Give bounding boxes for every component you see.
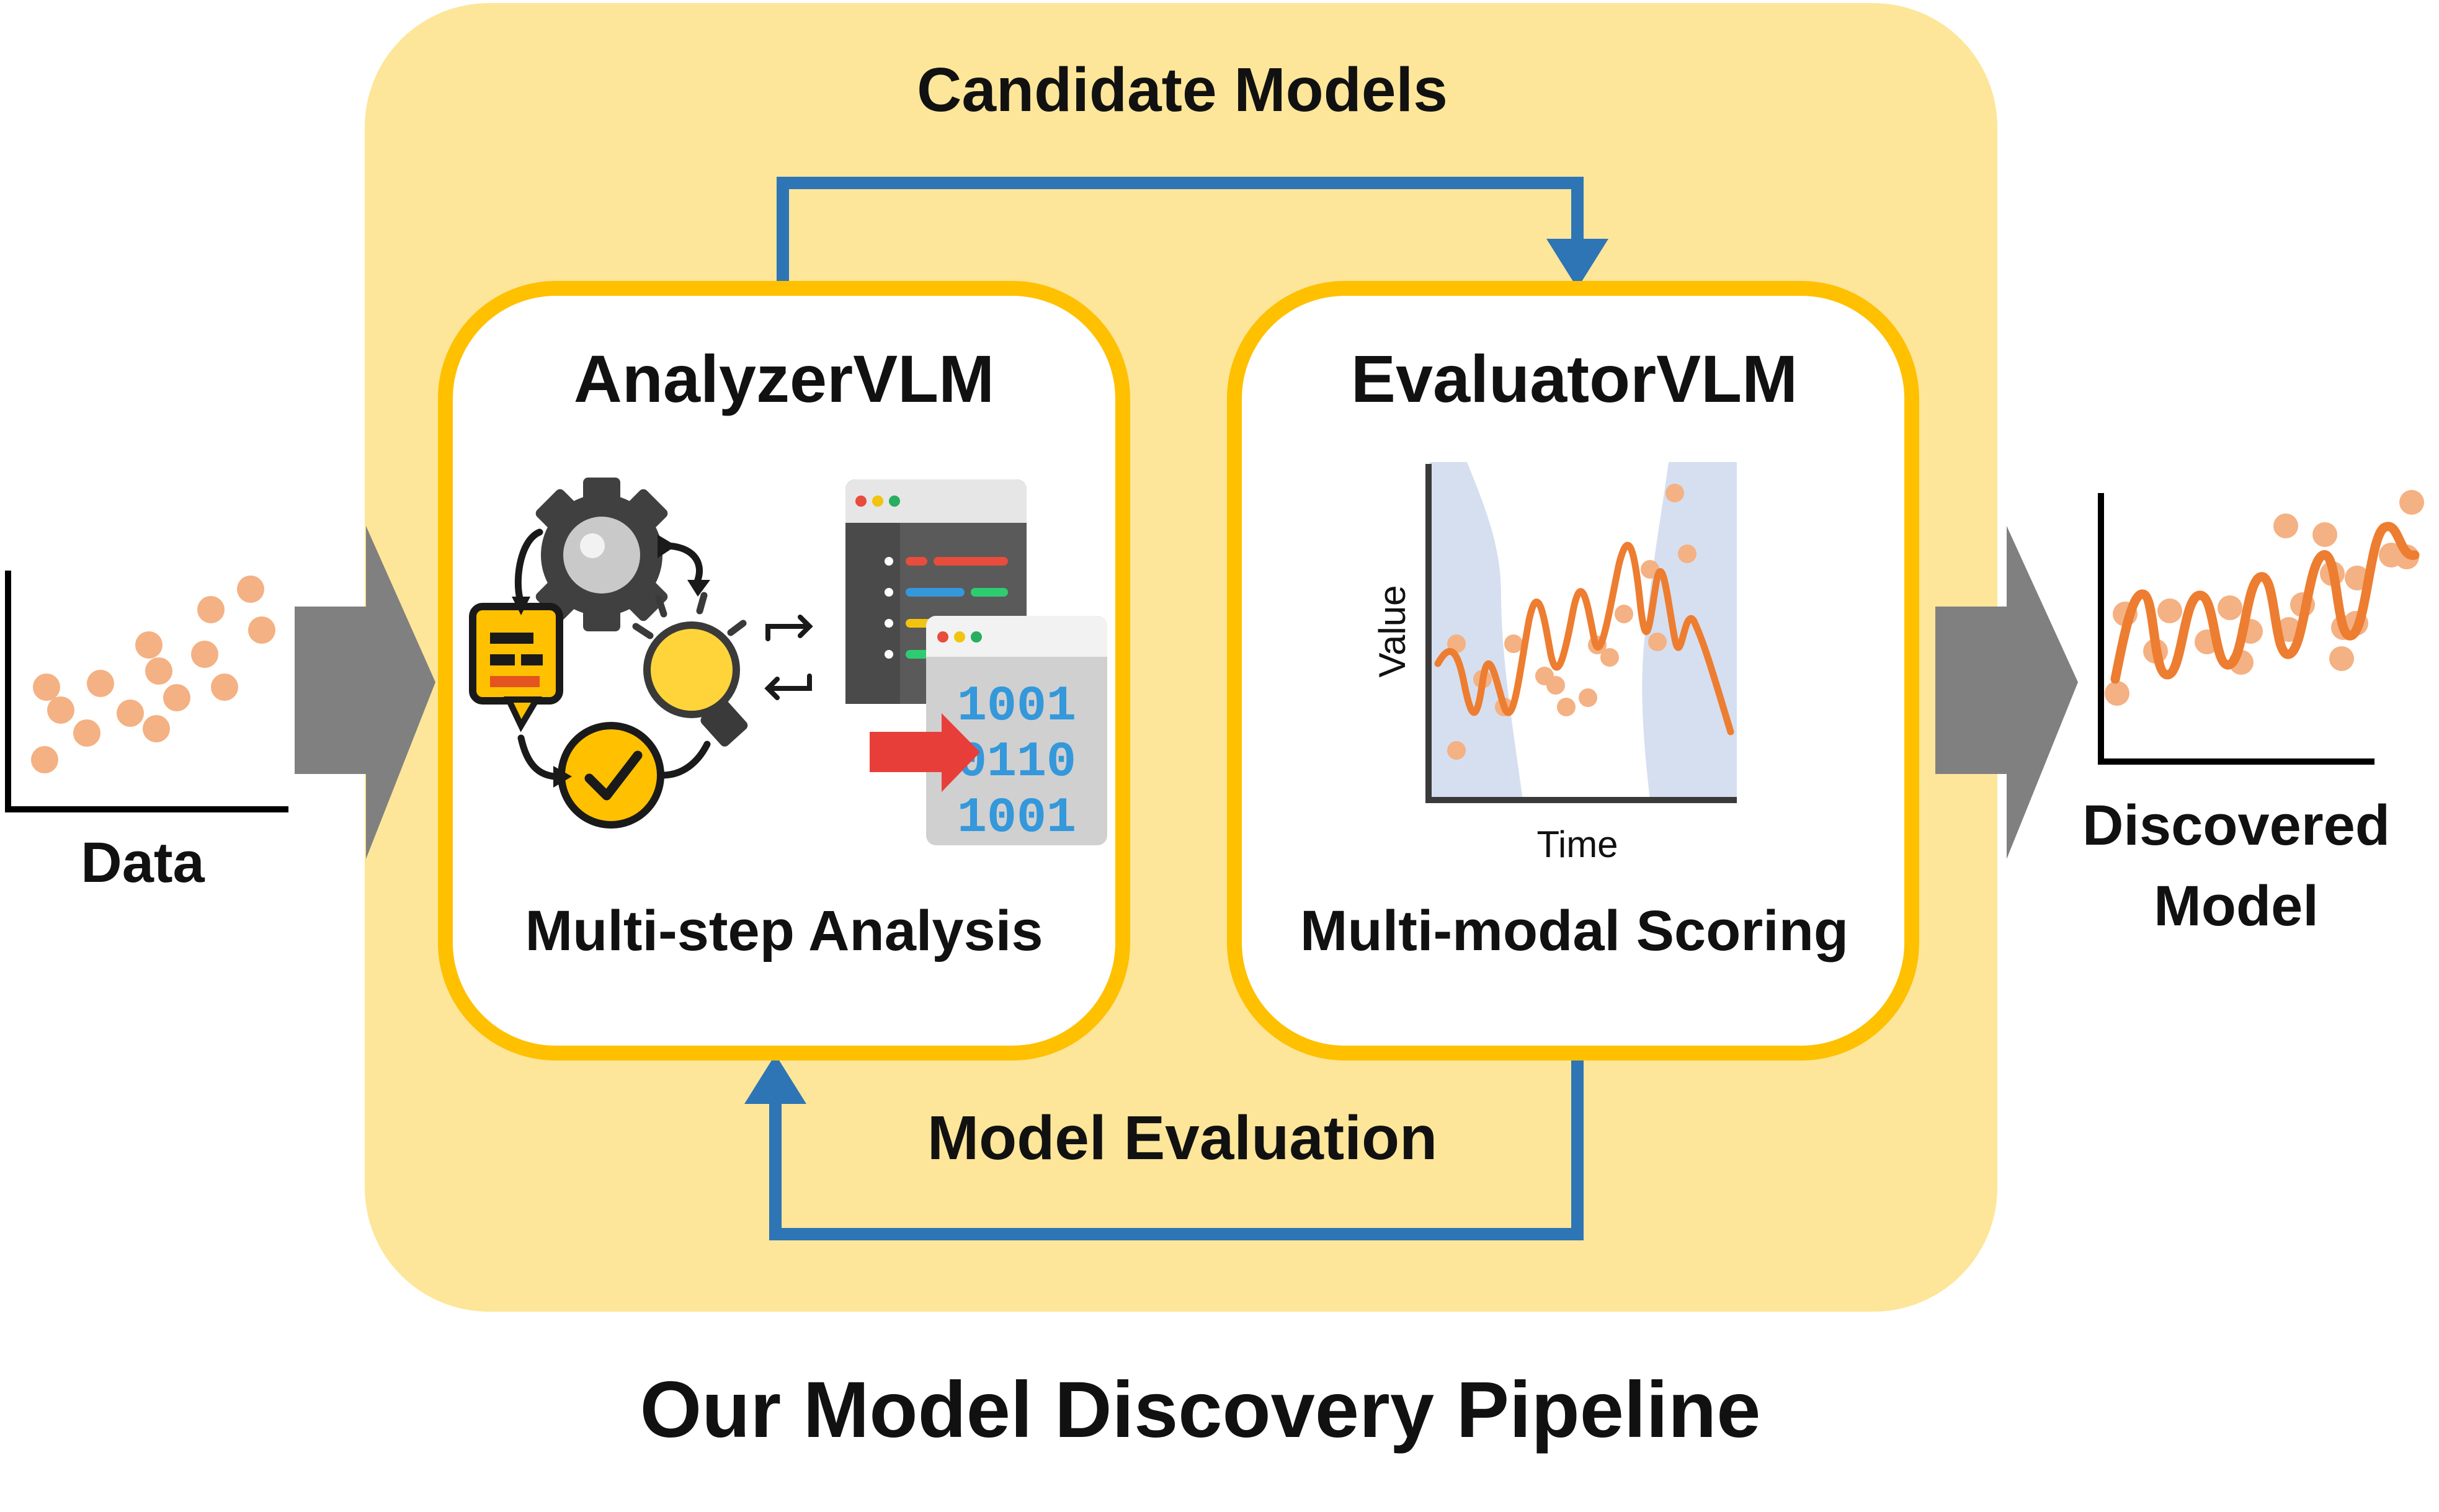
evaluator-plot-axes bbox=[1425, 464, 1737, 803]
svg-text:1001: 1001 bbox=[957, 790, 1076, 847]
evaluator-caption: Multi-modal Scoring bbox=[1300, 899, 1849, 963]
chat-bubble-icon bbox=[469, 603, 563, 732]
uncertainty-band-right bbox=[1642, 462, 1737, 800]
input-data-points bbox=[31, 576, 275, 773]
red-arrow-icon bbox=[870, 713, 980, 792]
input-arrow bbox=[295, 526, 435, 859]
uncertainty-band-left bbox=[1430, 462, 1523, 800]
output-plot-axes bbox=[2098, 493, 2374, 765]
analyzer-caption: Multi-step Analysis bbox=[525, 899, 1043, 963]
svg-text:1001: 1001 bbox=[957, 678, 1076, 735]
output-data-points bbox=[2105, 490, 2424, 706]
output-arrow bbox=[1935, 526, 2078, 859]
candidate-models-arrow bbox=[777, 177, 1584, 288]
evaluator-title: EvaluatorVLM bbox=[1350, 341, 1798, 416]
evaluator-plot-ylabel: Value bbox=[1371, 585, 1413, 678]
model-evaluation-arrowhead bbox=[744, 1054, 806, 1104]
gear-icon bbox=[535, 478, 668, 631]
refresh-icon bbox=[764, 615, 813, 700]
evaluator-fit-curve bbox=[1434, 541, 1734, 736]
discovered-label-line2: Model bbox=[2154, 874, 2319, 938]
pipeline-title: Our Model Discovery Pipeline bbox=[640, 1366, 1761, 1454]
svg-text:0110: 0110 bbox=[957, 734, 1076, 791]
evaluator-box bbox=[1227, 281, 1919, 1061]
output-model-plot bbox=[2098, 490, 2424, 765]
input-plot-axes bbox=[5, 571, 288, 812]
model-evaluation-label: Model Evaluation bbox=[927, 1103, 1438, 1173]
candidate-models-label: Candidate Models bbox=[917, 55, 1448, 125]
output-fit-curve bbox=[2110, 522, 2420, 684]
checkmark-icon bbox=[558, 722, 664, 829]
analyzer-title: AnalyzerVLM bbox=[573, 341, 995, 416]
lightbulb-icon bbox=[632, 592, 748, 747]
binary-window-icon: 1001 0110 1001 bbox=[926, 616, 1107, 847]
cycle-arrows-icon bbox=[514, 528, 711, 780]
data-label: Data bbox=[81, 831, 205, 894]
discovered-label-line1: Discovered bbox=[2082, 794, 2391, 857]
evaluator-plot-xlabel: Time bbox=[1536, 824, 1618, 865]
candidate-models-arrowhead bbox=[1546, 239, 1608, 288]
input-scatter-plot bbox=[5, 571, 288, 812]
model-evaluation-arrow bbox=[769, 1054, 1584, 1240]
evaluator-plot bbox=[1425, 462, 1737, 803]
